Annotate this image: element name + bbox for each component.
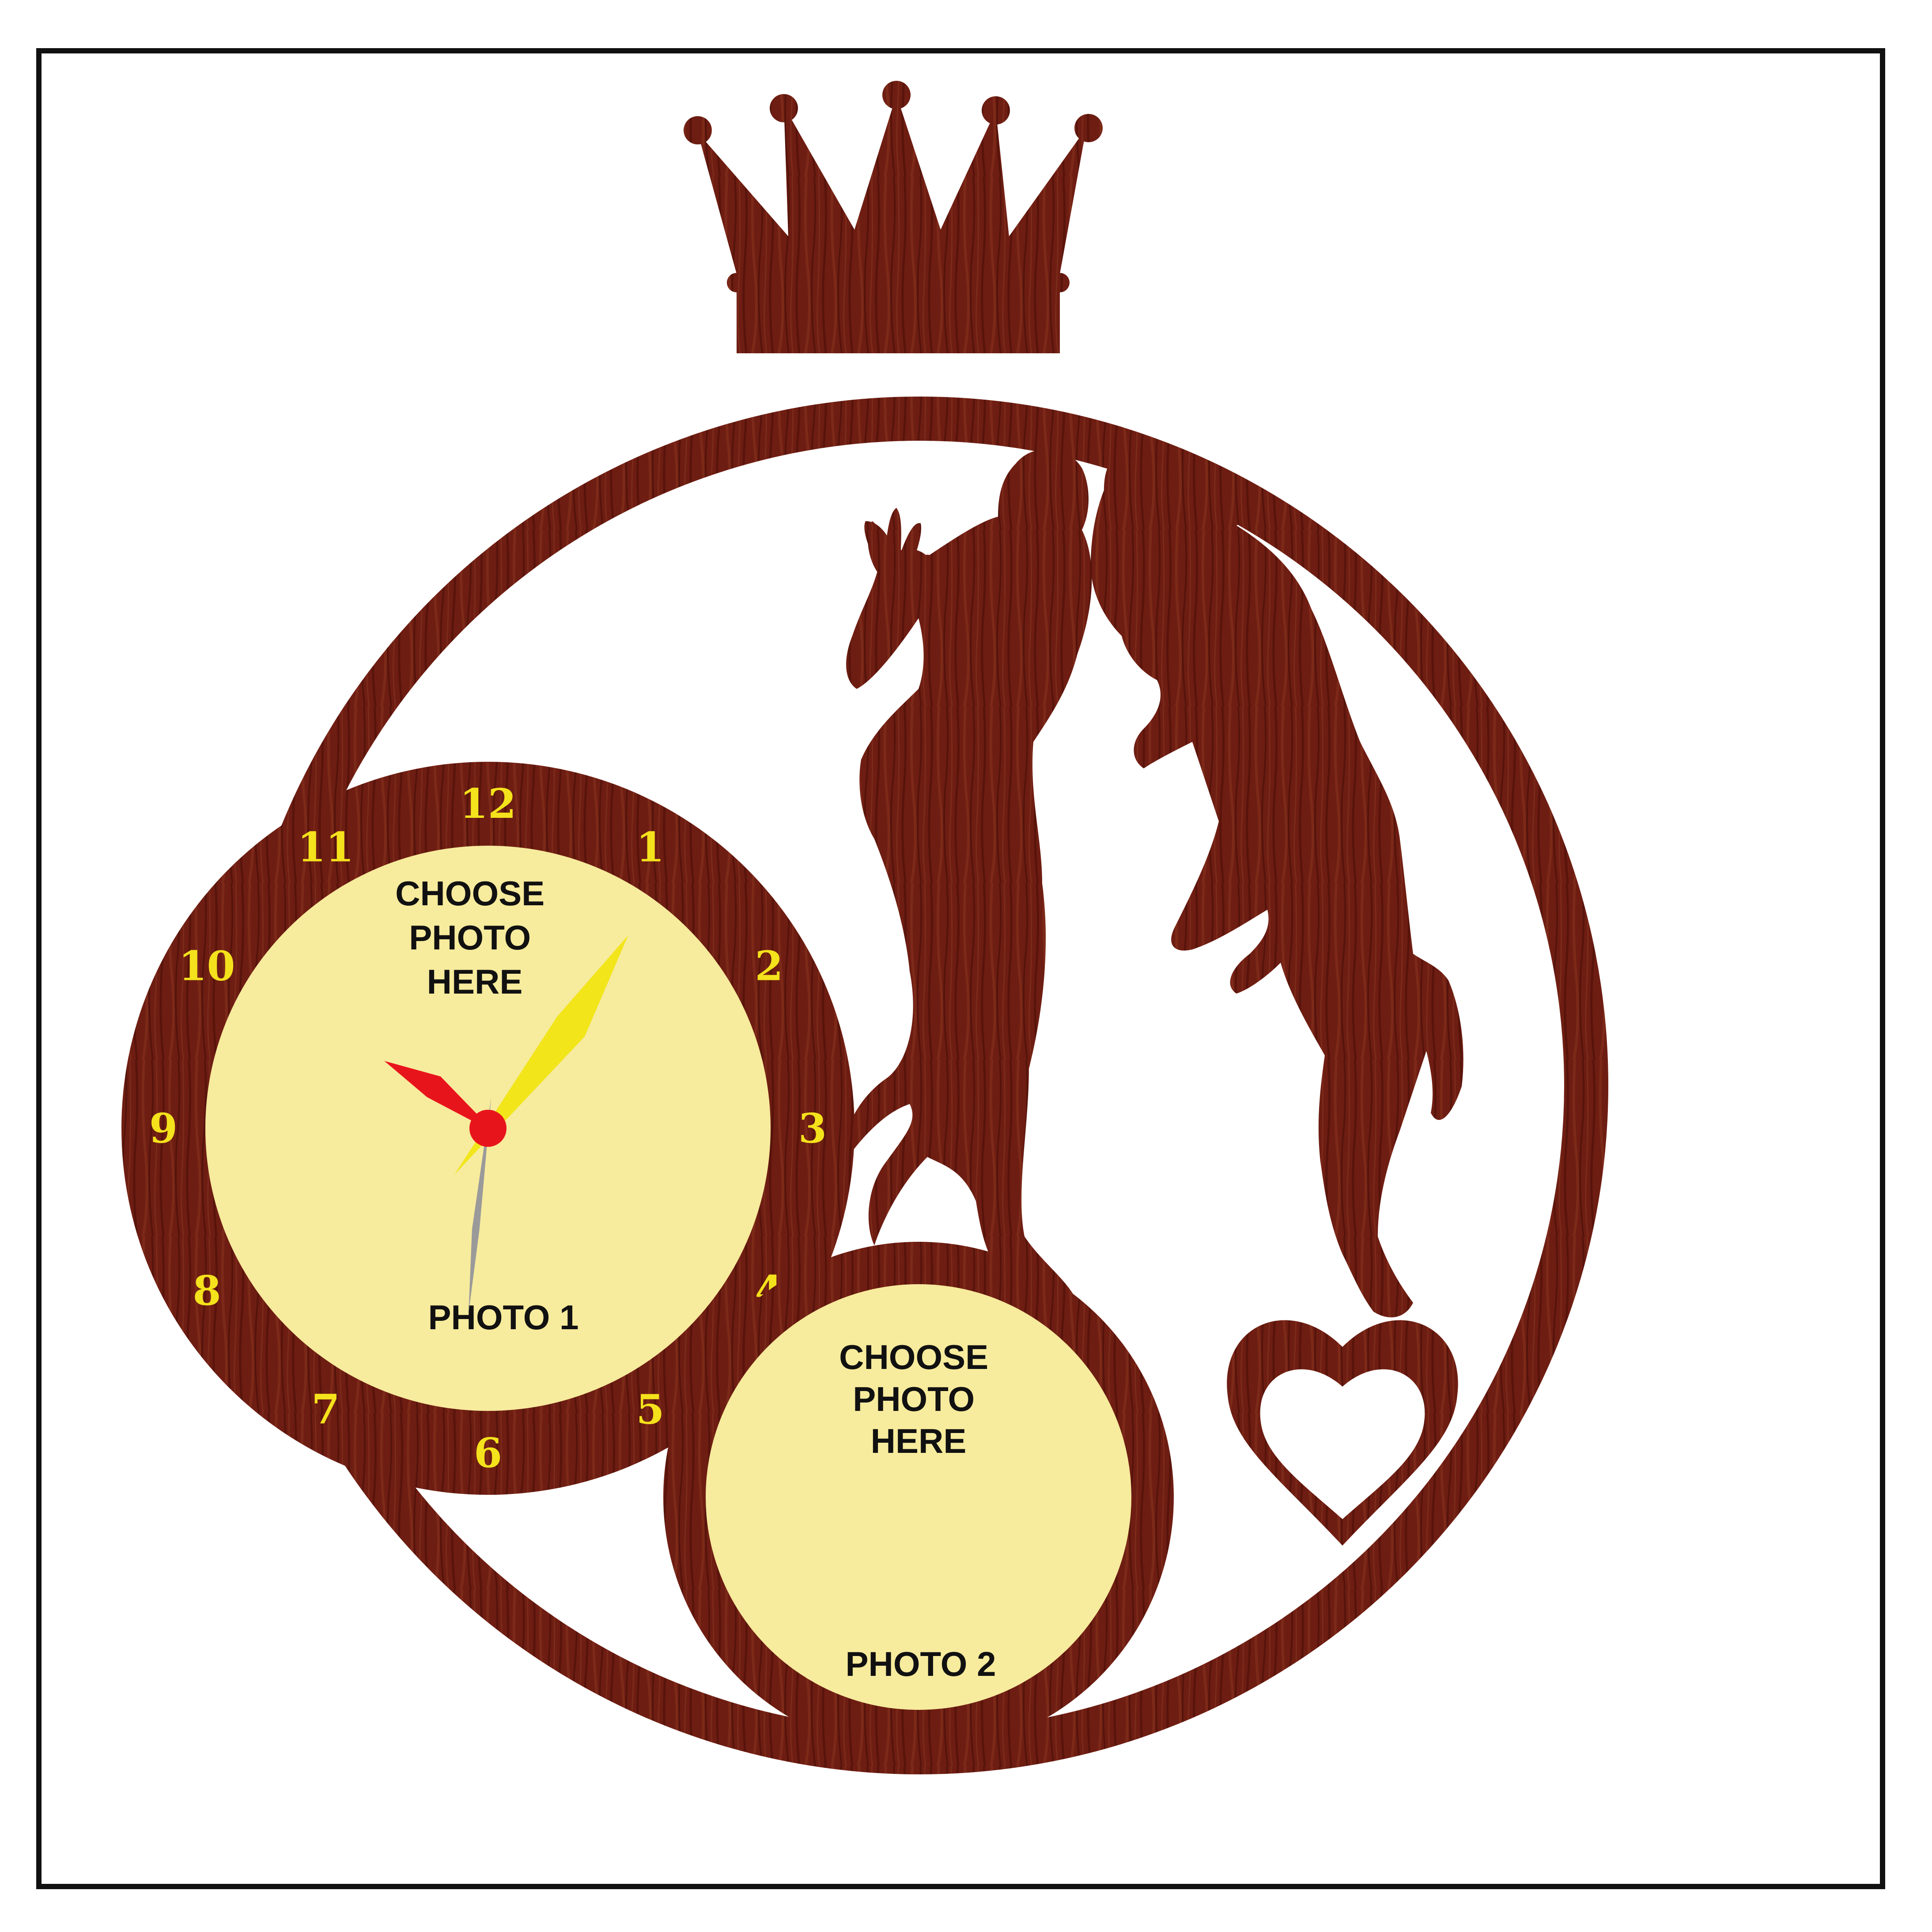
clock-numeral-6: 6 (474, 1429, 502, 1477)
clock-face: 121234567891011 CHOOSE PHOTO HERE PHOTO … (121, 762, 854, 1495)
photo-2-label: PHOTO 2 (846, 1645, 996, 1683)
clock-numeral-10: 10 (178, 942, 235, 990)
photo-1-prompt-line-1: CHOOSE (395, 874, 544, 913)
clock-numeral-1: 1 (636, 824, 664, 871)
photo-2-area[interactable] (706, 1284, 1131, 1710)
clock-numeral-8: 8 (193, 1267, 221, 1315)
second-hand (469, 1097, 492, 1313)
clock-hands (384, 935, 628, 1313)
photo-1-prompt-line-2: PHOTO (409, 918, 531, 957)
photo-1-label: PHOTO 1 (428, 1298, 579, 1337)
photo-2-prompt-line-2: PHOTO (853, 1380, 975, 1418)
clock-numeral-3: 3 (798, 1104, 827, 1152)
clock-numeral-12: 12 (460, 780, 516, 828)
clock-numeral-5: 5 (636, 1386, 664, 1433)
photo-2-prompt-line-1: CHOOSE (839, 1338, 988, 1376)
photo-1-prompt: CHOOSE PHOTO HERE (395, 874, 554, 1001)
photo-1-prompt-line-3: HERE (427, 962, 523, 1001)
clock-numeral-9: 9 (149, 1104, 178, 1152)
photo-2-prompt-line-3: HERE (871, 1422, 967, 1460)
photo-2-frame: CHOOSE PHOTO HERE PHOTO 2 (663, 1242, 1174, 1752)
clock-numeral-2: 2 (755, 942, 783, 990)
clock-numeral-11: 11 (297, 824, 354, 871)
hour-hand (384, 1061, 495, 1133)
clock-numeral-7: 7 (311, 1386, 340, 1433)
clock-center-cap (469, 1110, 507, 1147)
photo-2-prompt: CHOOSE PHOTO HERE (839, 1338, 998, 1460)
